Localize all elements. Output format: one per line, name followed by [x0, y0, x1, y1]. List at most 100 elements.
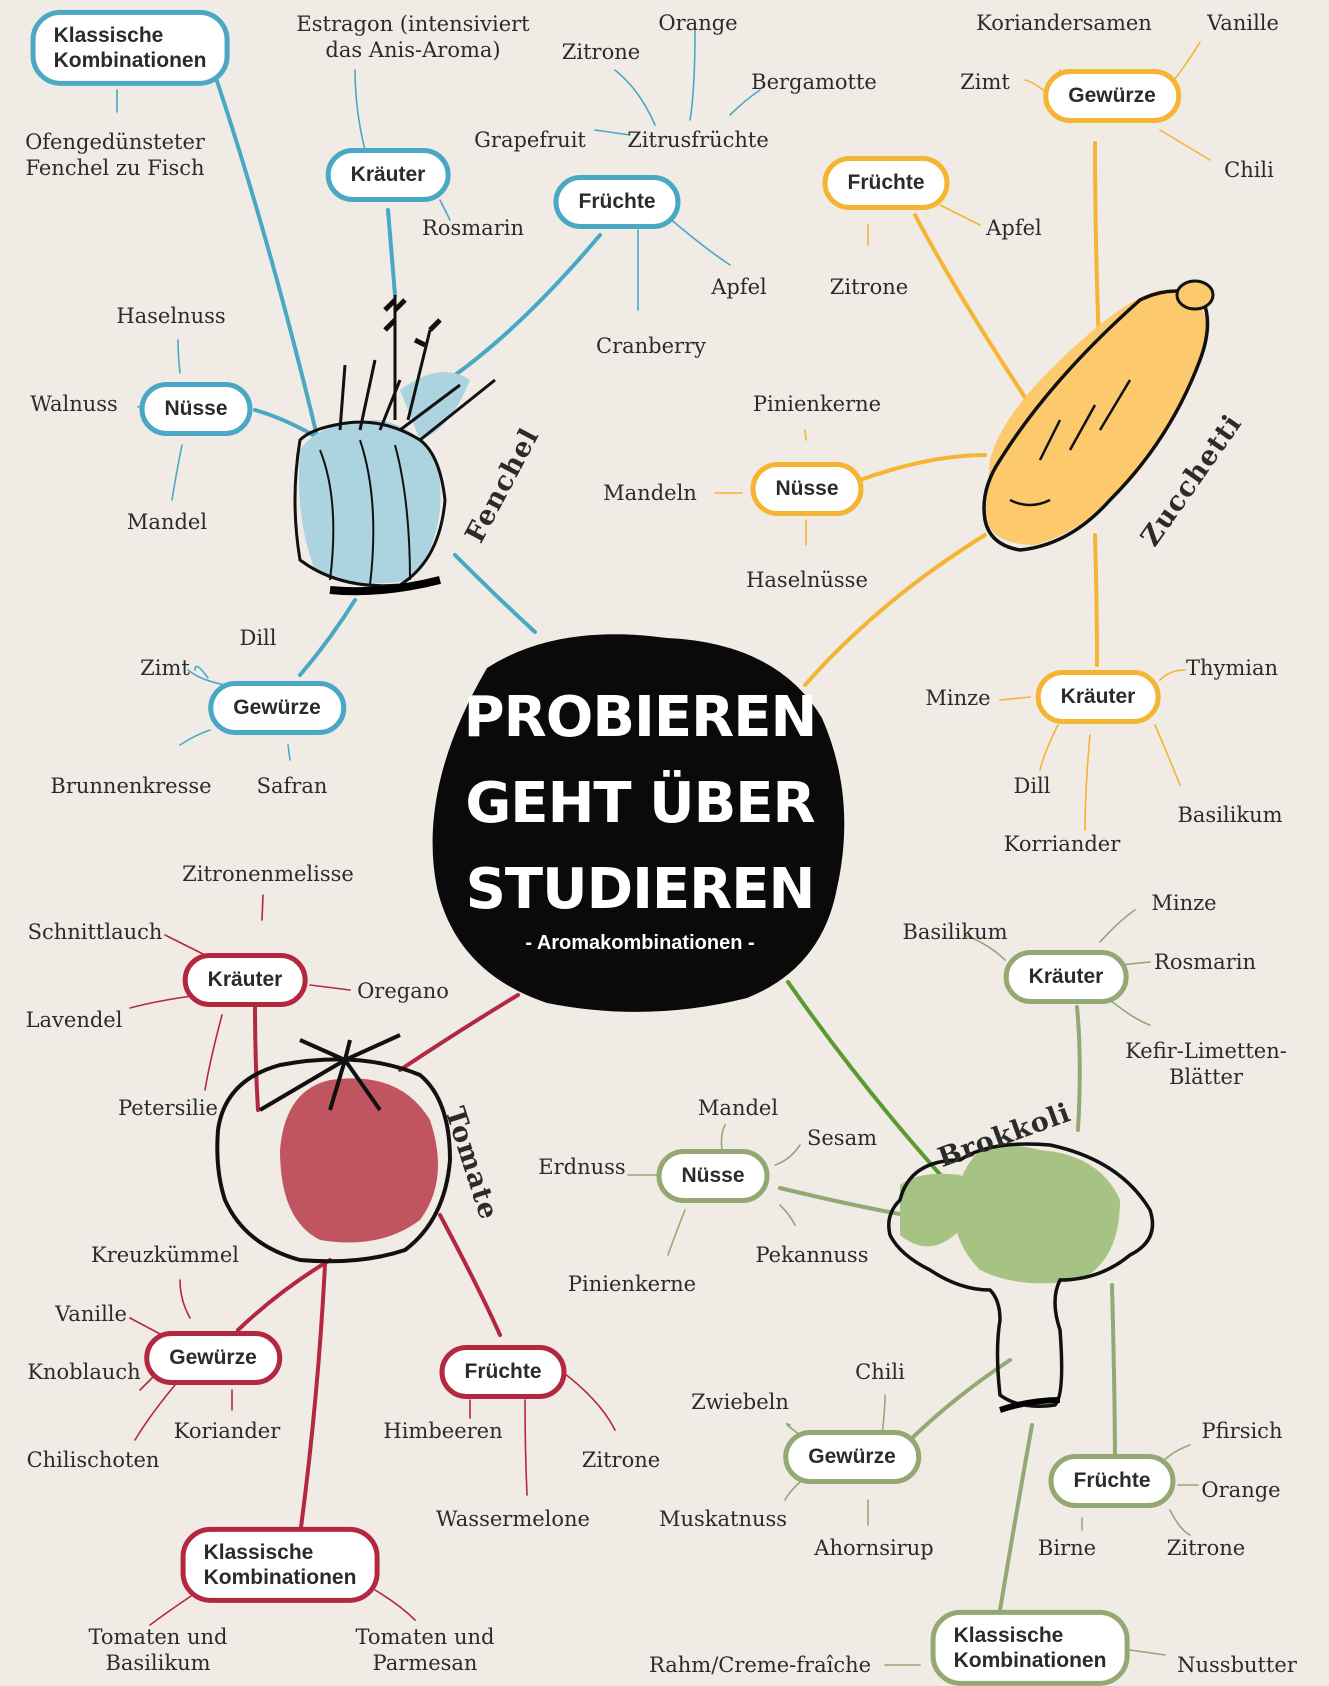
fenchel-klassisch-hub[interactable]: Klassische Kombinationen [30, 9, 230, 87]
leaf-basilikum-b: Basilikum [902, 919, 1008, 944]
leaf-oregano: Oregano [357, 978, 449, 1003]
brokkoli-gewuerze-hub[interactable]: Gewürze [783, 1430, 921, 1484]
leaf-line: Tomaten und [88, 1624, 228, 1649]
leaf-vanille-t: Vanille [55, 1301, 127, 1326]
leaf-zitronenmelisse: Zitronenmelisse [182, 861, 354, 886]
leaf-himbeeren: Himbeeren [383, 1418, 503, 1443]
tomate-fruechte-hub[interactable]: Früchte [439, 1345, 567, 1399]
hub-label-line: Kombinationen [53, 49, 207, 72]
leaf-pinienkerne-z: Pinienkerne [752, 391, 882, 416]
leaf-lavendel: Lavendel [25, 1007, 123, 1032]
leaf-tomaten-parmesan: Tomaten und Parmesan [355, 1624, 494, 1677]
leaf-dill: Dill [239, 625, 277, 650]
leaf-pekannuss: Pekannuss [755, 1242, 869, 1267]
leaf-estragon: Estragon (intensiviert das Anis-Aroma) [296, 11, 529, 64]
hub-label-line: Klassische [203, 1540, 314, 1564]
leaf-haselnuesse: Haselnüsse [746, 567, 868, 592]
leaf-basilikum-z: Basilikum [1177, 802, 1283, 827]
leaf-zimt-z: Zimt [960, 69, 1010, 94]
leaf-koriander-t: Koriander [173, 1418, 281, 1443]
tomate-gewuerze-hub[interactable]: Gewürze [144, 1331, 282, 1385]
center-title: PROBIEREN GEHT ÜBER STUDIEREN [460, 675, 820, 933]
leaf-koriandersamen: Koriandersamen [976, 10, 1152, 35]
tomate-kraeuter-hub[interactable]: Kräuter [182, 953, 308, 1007]
leaf-kefir-limetten: Kefir-Limetten- Blätter [1125, 1038, 1287, 1091]
leaf-line: Estragon (intensiviert [296, 11, 530, 36]
hub-label-line: Kombinationen [953, 1649, 1107, 1672]
leaf-mandeln: Mandeln [603, 480, 697, 505]
leaf-birne: Birne [1037, 1535, 1097, 1560]
leaf-minze-b: Minze [1151, 890, 1217, 915]
leaf-orange: Orange [658, 10, 738, 35]
leaf-petersilie: Petersilie [118, 1095, 218, 1120]
leaf-line: Tomaten und [355, 1624, 495, 1649]
leaf-sesam: Sesam [806, 1125, 878, 1150]
leaf-vanille: Vanille [1207, 10, 1279, 35]
leaf-line: Ofengedünsteter [25, 129, 205, 154]
leaf-bergamotte: Bergamotte [751, 69, 877, 94]
leaf-zitrone-z: Zitrone [829, 274, 909, 299]
leaf-pinienkerne-b: Pinienkerne [567, 1271, 697, 1296]
leaf-chili-z: Chili [1224, 157, 1274, 182]
center-blob [432, 634, 845, 1012]
leaf-dill-z: Dill [1013, 773, 1051, 798]
leaf-apfel-z: Apfel [986, 215, 1042, 240]
leaf-safran: Safran [256, 773, 328, 798]
leaf-minze-z: Minze [925, 685, 991, 710]
leaf-pfirsich: Pfirsich [1201, 1418, 1283, 1443]
leaf-schnittlauch: Schnittlauch [27, 919, 163, 944]
leaf-chilischoten: Chilischoten [26, 1447, 160, 1472]
leaf-knoblauch: Knoblauch [27, 1359, 141, 1384]
title-line-2: GEHT ÜBER [465, 771, 815, 836]
zucchetti-nuesse-hub[interactable]: Nüsse [750, 462, 864, 516]
zucchetti-kraeuter-hub[interactable]: Kräuter [1035, 670, 1161, 724]
leaf-line: Kefir-Limetten- [1125, 1038, 1287, 1063]
leaf-rosmarin: Rosmarin [422, 215, 524, 240]
leaf-brunnenkresse: Brunnenkresse [50, 773, 212, 798]
leaf-mandel-b: Mandel [697, 1095, 779, 1120]
leaf-haselnuss: Haselnuss [116, 303, 226, 328]
hub-label-line: Klassische [953, 1623, 1064, 1647]
leaf-line: Blätter [1168, 1065, 1243, 1089]
leaf-apfel: Apfel [711, 274, 767, 299]
title-line-3: STUDIEREN [465, 857, 816, 922]
leaf-rahm: Rahm/Creme-fraîche [648, 1652, 872, 1677]
leaf-line: Basilikum [105, 1651, 211, 1675]
leaf-wassermelone: Wassermelone [436, 1506, 590, 1531]
leaf-rosmarin-b: Rosmarin [1154, 949, 1256, 974]
leaf-zitrone: Zitrone [561, 39, 641, 64]
hub-label-line: Klassische [53, 23, 164, 47]
leaf-kreuzkuemmel: Kreuzkümmel [91, 1242, 239, 1267]
zucchetti-fruechte-hub[interactable]: Früchte [822, 156, 950, 210]
brokkoli-kraeuter-hub[interactable]: Kräuter [1003, 950, 1129, 1004]
leaf-mandel: Mandel [126, 509, 208, 534]
brokkoli-fruechte-hub[interactable]: Früchte [1048, 1454, 1176, 1508]
leaf-grapefruit: Grapefruit [474, 127, 586, 152]
center-subtitle: - Aromakombinationen - [525, 932, 755, 954]
fenchel-fruechte-hub[interactable]: Früchte [553, 175, 681, 229]
leaf-nussbutter: Nussbutter [1177, 1652, 1297, 1677]
tomate-klassisch-hub[interactable]: Klassische Kombinationen [180, 1526, 380, 1604]
leaf-zitrone-b: Zitrone [1166, 1535, 1246, 1560]
leaf-walnuss: Walnuss [30, 391, 118, 416]
leaf-ahornsirup: Ahornsirup [814, 1535, 934, 1560]
hub-label-line: Kombinationen [203, 1566, 357, 1589]
fenchel-gewuerze-hub[interactable]: Gewürze [208, 681, 346, 735]
leaf-zimt: Zimt [140, 655, 190, 680]
leaf-tomaten-basilikum: Tomaten und Basilikum [88, 1624, 227, 1677]
leaf-zwiebeln: Zwiebeln [691, 1389, 789, 1414]
title-line-1: PROBIEREN [463, 685, 818, 750]
leaf-line: das Anis-Aroma) [325, 38, 501, 62]
leaf-thymian: Thymian [1185, 655, 1279, 680]
leaf-chili-b: Chili [855, 1359, 905, 1384]
fenchel-kraeuter-hub[interactable]: Kräuter [325, 148, 451, 202]
brokkoli-nuesse-hub[interactable]: Nüsse [656, 1149, 770, 1203]
leaf-fenchel-fisch: Ofengedünsteter Fenchel zu Fisch [25, 129, 205, 182]
zucchetti-gewuerze-hub[interactable]: Gewürze [1043, 69, 1181, 123]
brokkoli-klassisch-hub[interactable]: Klassische Kombinationen [930, 1609, 1130, 1686]
leaf-orange-b: Orange [1201, 1477, 1281, 1502]
leaf-zitrusfruechte: Zitrusfrüchte [627, 127, 769, 152]
leaf-line: Parmesan [372, 1651, 478, 1675]
fenchel-nuesse-hub[interactable]: Nüsse [139, 382, 253, 436]
leaf-cranberry: Cranberry [596, 333, 706, 358]
